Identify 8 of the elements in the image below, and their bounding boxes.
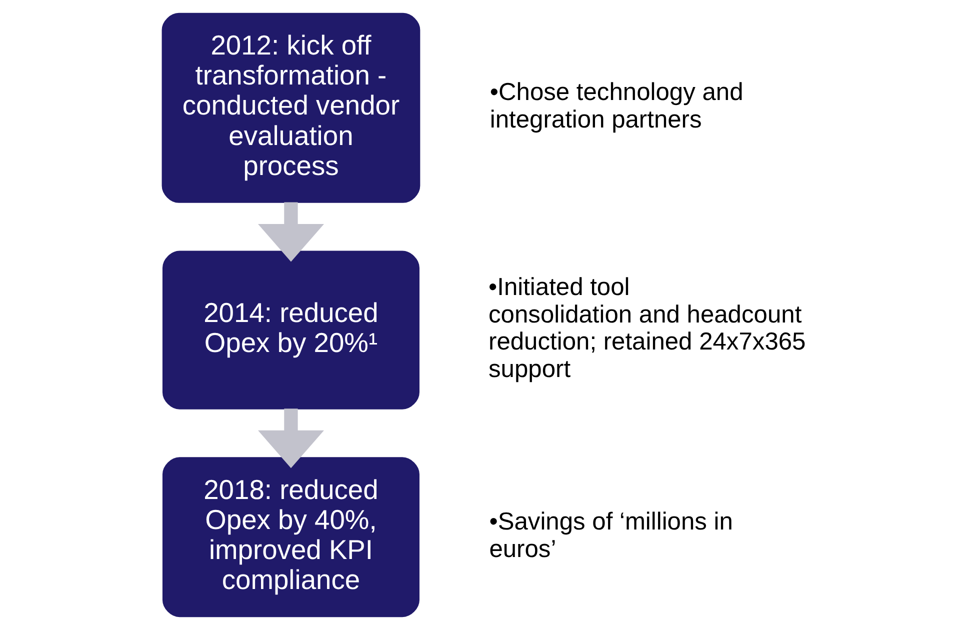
node-box: 2012: kick off transformation - conducted vendor evaluation process	[161, 12, 420, 203]
arrow	[257, 202, 324, 262]
node-label: •Savings of ‘millions in euros’	[488, 508, 732, 563]
node-label: •Chose technology and integration partners	[489, 79, 743, 134]
node-box: 2018: reduced Opex by 40%, improved KPI compliance	[162, 457, 419, 618]
node-box: 2014: reduced Opex by 20%¹	[162, 250, 419, 410]
arrow	[257, 408, 324, 468]
node-label: •Initiated tool consolidation and headcount reduction; retained 24x7x365 support	[488, 274, 806, 384]
